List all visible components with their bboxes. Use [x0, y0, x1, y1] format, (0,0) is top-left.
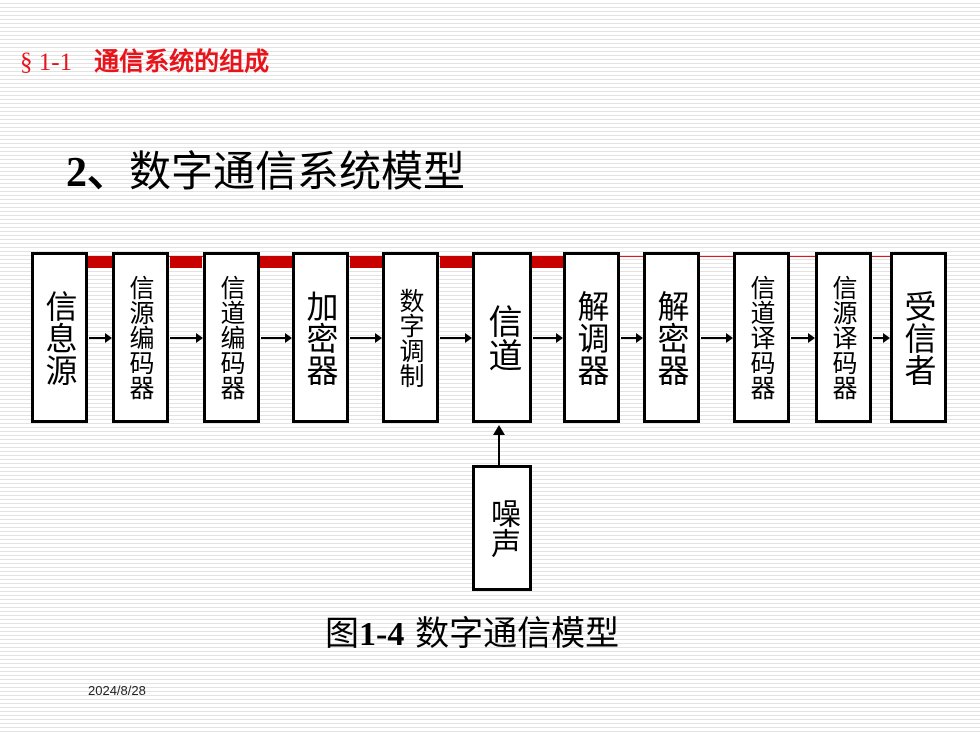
block-label: 数字调制 — [396, 287, 425, 388]
red-bar-segment — [260, 256, 292, 268]
block-label: 信息源 — [40, 289, 79, 386]
block-label: 信道 — [482, 303, 522, 372]
block-encryptor: 加密器 — [292, 252, 349, 423]
block-source: 信息源 — [31, 252, 88, 423]
block-source-decoder: 信源译码器 — [815, 252, 872, 423]
block-channel-decoder: 信道译码器 — [733, 252, 790, 423]
red-bar-segment — [440, 256, 472, 268]
flow-arrow — [440, 333, 472, 343]
block-label: 信道译码器 — [747, 275, 776, 400]
red-bar-segment — [88, 256, 112, 268]
section-number: § 1-1 — [20, 49, 73, 76]
flow-arrow — [170, 333, 203, 343]
section-header: § 1-1 通信系统的组成 — [20, 42, 269, 78]
block-noise: 噪声 — [472, 465, 532, 591]
noise-label: 噪声 — [485, 498, 520, 558]
flow-arrow — [873, 333, 890, 343]
caption-prefix: 图 — [325, 614, 359, 654]
caption-text: 数字通信模型 — [415, 614, 620, 654]
block-channel: 信道 — [472, 252, 532, 423]
slide-title-text: 数字通信系统模型 — [129, 147, 466, 196]
block-label: 受信者 — [899, 289, 938, 386]
red-bar-segment — [531, 256, 563, 268]
block-label: 信道编码器 — [217, 275, 246, 400]
red-bar-segment — [170, 256, 202, 268]
block-label: 信源编码器 — [126, 275, 155, 400]
flow-arrow — [89, 333, 112, 343]
slide-title-number: 2、 — [66, 150, 130, 196]
flow-arrow — [350, 333, 382, 343]
flow-arrow — [701, 333, 733, 343]
block-channel-encoder: 信道编码器 — [203, 252, 260, 423]
section-title: 通信系统的组成 — [94, 47, 270, 76]
flow-arrow — [621, 333, 643, 343]
figure-caption: 图1-4 数字通信模型 — [325, 606, 619, 655]
slide-title: 2、数字通信系统模型 — [66, 138, 465, 199]
footer-date: 2024/8/28 — [88, 683, 146, 698]
block-demodulator: 解调器 — [563, 252, 620, 423]
flow-arrow — [261, 333, 292, 343]
block-decryptor: 解密器 — [643, 252, 700, 423]
noise-arrow-head — [493, 425, 505, 435]
flow-arrow — [533, 333, 563, 343]
block-label: 解密器 — [652, 289, 691, 386]
red-bar-segment — [350, 256, 382, 268]
block-label: 加密器 — [301, 289, 340, 386]
block-label: 信源译码器 — [829, 275, 858, 400]
block-sink: 受信者 — [890, 252, 947, 423]
flow-arrow — [791, 333, 815, 343]
block-label: 解调器 — [572, 289, 611, 386]
noise-arrow-line — [498, 433, 500, 466]
block-source-encoder: 信源编码器 — [112, 252, 169, 423]
block-digital-modulation: 数字调制 — [382, 252, 439, 423]
caption-number: 1-4 — [359, 616, 405, 653]
